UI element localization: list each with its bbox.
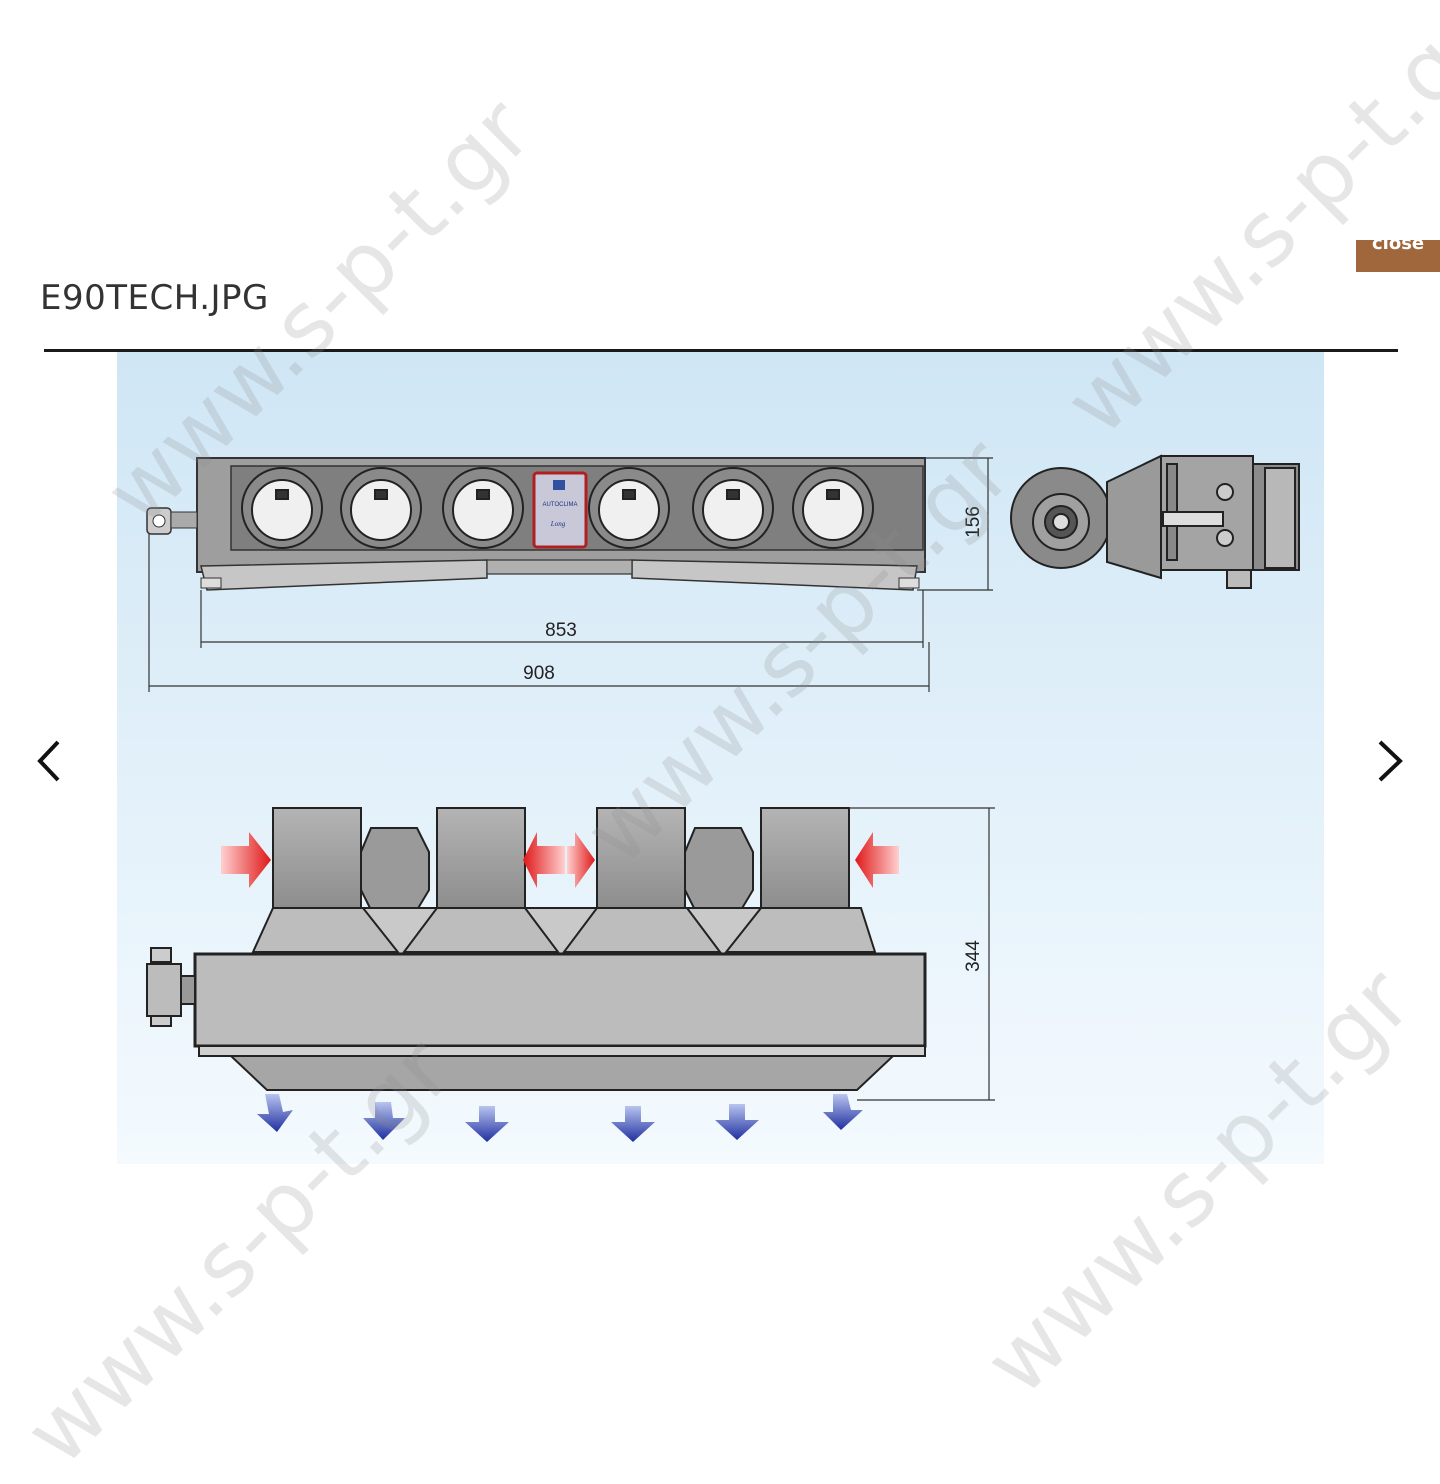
chevron-left-icon [37, 740, 60, 782]
top-view-unit: AUTOCLIMA Long [146, 457, 926, 591]
intake-arrows [221, 832, 899, 888]
next-image-button[interactable] [1370, 734, 1410, 788]
fan-cell [792, 467, 874, 549]
fan-cell [340, 467, 422, 549]
fan-cell [241, 467, 323, 549]
dim-height-bottom: 344 [963, 940, 984, 972]
fan-cell [588, 467, 670, 549]
dim-inner-width: 853 [545, 620, 577, 641]
dim-total-width: 908 [523, 663, 555, 684]
side-view-unit [1010, 454, 1300, 589]
technical-drawing: AUTOCLIMA Long 156 853 908 [117, 352, 1324, 1164]
fan-cell [692, 467, 774, 549]
dim-height-top: 156 [963, 506, 984, 538]
brand-label: AUTOCLIMA [543, 502, 578, 508]
fan-cell [442, 467, 524, 549]
close-button[interactable]: close [1356, 240, 1440, 272]
dimension-lines-top [148, 457, 993, 692]
front-view-unit [146, 807, 927, 1091]
outflow-arrows [257, 1094, 863, 1142]
chevron-right-icon [1378, 740, 1403, 782]
dimension-lines-bottom [849, 807, 995, 1101]
image-title: E90TECH.JPG [40, 278, 269, 318]
model-label: Long [550, 520, 566, 528]
title-divider [44, 349, 1398, 352]
previous-image-button[interactable] [30, 734, 70, 788]
